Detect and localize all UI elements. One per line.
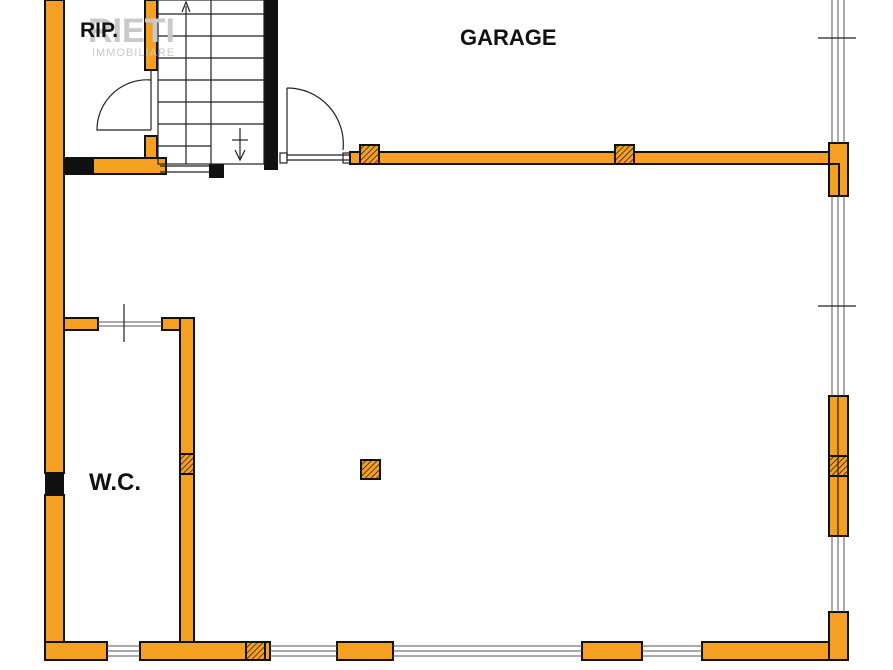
wall-garage-separator xyxy=(349,151,831,165)
room-label-wc: W.C. xyxy=(89,469,141,496)
wall-rip-dark-block xyxy=(64,158,94,174)
watermark-brand: RIETI xyxy=(88,12,175,50)
garage-door-jamb xyxy=(342,152,351,164)
wall-bottom-1 xyxy=(44,641,108,661)
pillar xyxy=(179,453,195,475)
wall-left-upper xyxy=(44,0,65,474)
wall-bottom-5 xyxy=(701,641,849,661)
pillar xyxy=(359,144,380,165)
room-label-rip: RIP. xyxy=(80,19,118,42)
pillar xyxy=(360,459,381,480)
wall-bottom-4 xyxy=(581,641,643,661)
wall-right-stub-inner xyxy=(828,163,840,197)
stair-up-arrowhead-icon xyxy=(181,0,191,13)
windows xyxy=(98,0,856,657)
garage-door-swing xyxy=(286,87,344,151)
staircase xyxy=(157,0,265,173)
wall-left-lower xyxy=(44,494,65,661)
stair-wall-dark xyxy=(264,0,278,170)
wall-column-dark xyxy=(45,473,64,495)
stair-down-arrowhead-icon xyxy=(234,149,246,162)
wall-wc-right-lower xyxy=(179,473,195,643)
watermark-subtitle: IMMOBILIARE xyxy=(92,47,175,59)
stair-post-dark xyxy=(209,164,224,178)
watermark: RIETI IMMOBILIARE xyxy=(88,12,175,59)
pillar xyxy=(614,144,635,165)
wall-corner-br xyxy=(828,611,849,661)
wall-wc-right-upper xyxy=(179,317,195,455)
pillars xyxy=(179,144,849,661)
wall-bottom-3 xyxy=(336,641,394,661)
doors xyxy=(96,70,351,164)
garage-door-jamb xyxy=(279,152,288,164)
room-label-garage: GARAGE xyxy=(460,25,557,50)
wall-wc-top-left xyxy=(63,317,99,331)
walls xyxy=(44,0,849,661)
rip-door-swing xyxy=(96,79,152,131)
pillar xyxy=(245,641,266,661)
